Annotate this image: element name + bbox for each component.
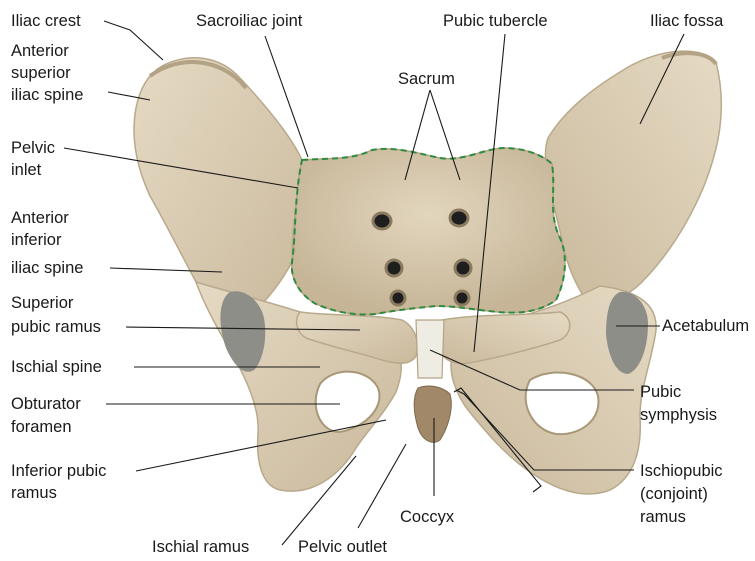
pelvis-bones — [134, 51, 721, 494]
label-aiis-line3: iliac spine — [11, 259, 83, 277]
right-obturator-foramen-shape — [526, 373, 599, 435]
label-acetabulum: Acetabulum — [662, 317, 749, 335]
label-iliac-fossa: Iliac fossa — [650, 12, 724, 30]
label-obturator-line2: foramen — [11, 418, 72, 436]
label-spr-line1: Superior — [11, 294, 74, 312]
label-aiis-line1: Anterior — [11, 209, 69, 227]
label-ipr-line2: ramus — [11, 484, 57, 502]
sacral-foramen — [455, 260, 471, 276]
label-ischiopubic-line1: Ischiopubic — [640, 462, 723, 480]
label-pelvic-outlet: Pelvic outlet — [298, 538, 387, 556]
label-coccyx: Coccyx — [400, 508, 455, 526]
sacrum-shape — [292, 148, 565, 315]
label-ipr-line1: Inferior pubic — [11, 462, 106, 480]
sacral-foramen — [386, 260, 402, 276]
right-ilium — [545, 51, 721, 303]
label-sacrum: Sacrum — [398, 70, 455, 88]
label-pelvic-inlet-line1: Pelvic — [11, 139, 55, 157]
pubic-symphysis-shape — [416, 320, 444, 378]
sacral-foramen — [450, 210, 468, 226]
label-iliac-crest: Iliac crest — [11, 12, 81, 30]
sacral-foramen — [373, 213, 391, 229]
sacral-foramen — [391, 291, 405, 305]
label-asis-line3: iliac spine — [11, 86, 83, 104]
label-sacroiliac-joint: Sacroiliac joint — [196, 12, 303, 30]
label-pubic-tubercle: Pubic tubercle — [443, 12, 548, 30]
label-pubic-symphysis-line2: symphysis — [640, 406, 717, 424]
label-pubic-symphysis-line1: Pubic — [640, 383, 681, 401]
leader-iliac-crest — [104, 21, 163, 60]
label-asis-line1: Anterior — [11, 42, 69, 60]
label-ischial-spine: Ischial spine — [11, 358, 102, 376]
label-ischiopubic-line3: ramus — [640, 508, 686, 526]
leader-pelvic-outlet — [358, 444, 406, 528]
label-aiis-line2: inferior — [11, 231, 62, 249]
label-pelvic-inlet-line2: inlet — [11, 161, 42, 179]
coccyx-shape — [414, 386, 451, 442]
label-ischiopubic-line2: (conjoint) — [640, 485, 708, 503]
sacral-foramen — [455, 291, 469, 305]
label-ischial-ramus: Ischial ramus — [152, 538, 249, 556]
label-asis-line2: superior — [11, 64, 71, 82]
label-spr-line2: pubic ramus — [11, 318, 101, 336]
label-obturator-line1: Obturator — [11, 395, 81, 413]
